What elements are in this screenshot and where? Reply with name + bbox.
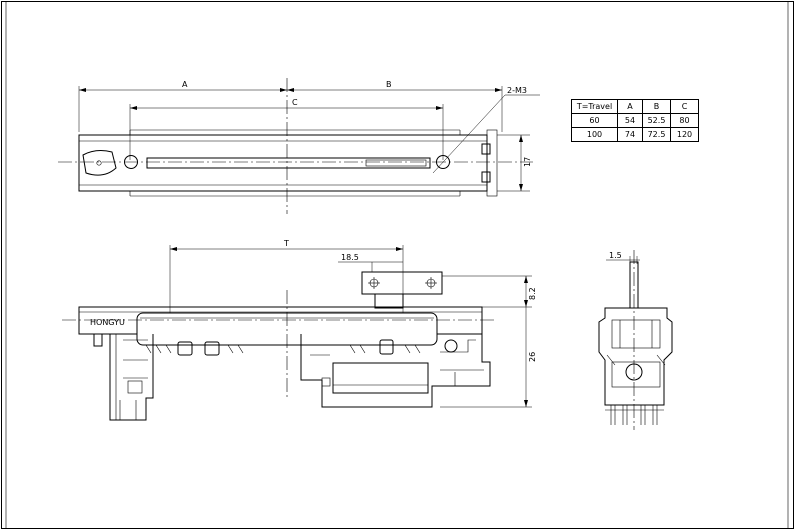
dimension-1-5-label: 1.5 bbox=[609, 251, 622, 260]
table-cell: 54 bbox=[617, 113, 643, 128]
travel-t-label: T bbox=[283, 239, 289, 248]
brand-label: HONGYU bbox=[90, 318, 125, 327]
table-header-cell: A bbox=[617, 99, 643, 114]
dimension-26-label: 26 bbox=[528, 352, 537, 362]
dimension-a-label: A bbox=[182, 80, 188, 89]
table-cell: 74 bbox=[617, 127, 643, 142]
front-view: T 18.5 8.2 26 HONGYU bbox=[62, 239, 537, 421]
table-header-cell: T=Travel bbox=[571, 99, 618, 114]
table-cell: 72.5 bbox=[642, 127, 671, 142]
side-view: 1.5 bbox=[598, 250, 673, 430]
table-header-cell: C bbox=[670, 99, 699, 114]
table-row: 100 74 72.5 120 bbox=[571, 127, 699, 142]
table-cell: 100 bbox=[571, 127, 618, 142]
table-header-cell: B bbox=[642, 99, 671, 114]
dimension-c-label: C bbox=[292, 98, 298, 107]
table-cell: 80 bbox=[670, 113, 699, 128]
dimension-b-label: B bbox=[386, 80, 392, 89]
travel-dimension-table: T=Travel A B C 60 54 52.5 80 100 74 72.5… bbox=[571, 99, 699, 142]
table-cell: 60 bbox=[571, 113, 618, 128]
top-view: A B C 2-M3 bbox=[58, 78, 540, 214]
table-cell: 120 bbox=[670, 127, 699, 142]
table-header-row: T=Travel A B C bbox=[571, 99, 699, 114]
holes-callout: 2-M3 bbox=[507, 86, 527, 95]
table-row: 60 54 52.5 80 bbox=[571, 113, 699, 128]
table-cell: 52.5 bbox=[642, 113, 671, 128]
cam-icon bbox=[82, 150, 117, 176]
dimension-18-5-label: 18.5 bbox=[341, 253, 359, 262]
dimension-8-2-label: 8.2 bbox=[528, 287, 537, 300]
